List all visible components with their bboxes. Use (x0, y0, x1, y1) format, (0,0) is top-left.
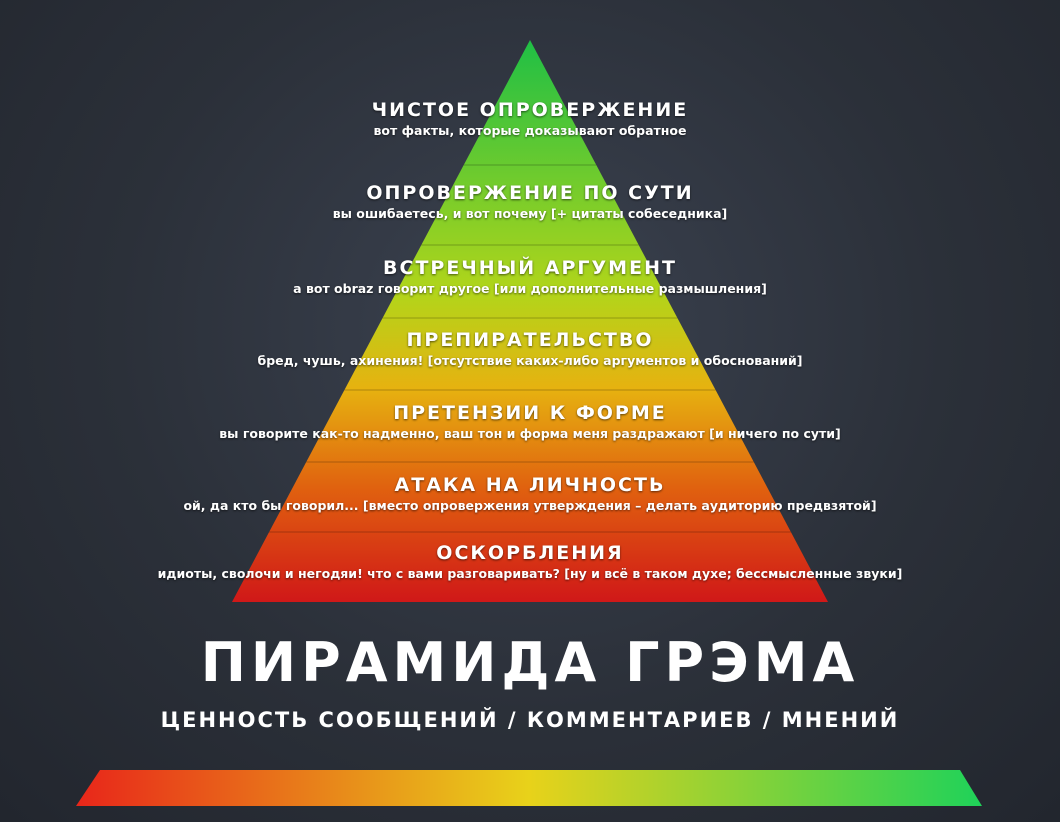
pyramid-level: ПРЕТЕНЗИИ К ФОРМЕ вы говорите как-то надм… (0, 401, 1060, 443)
pyramid-level: АТАКА НА ЛИЧНОСТЬ ой, да кто бы говорил..… (0, 473, 1060, 515)
pyramid-level: ПРЕПИРАТЕЛЬСТВО бред, чушь, ахинения! [от… (0, 328, 1060, 370)
pyramid-level: ОПРОВЕРЖЕНИЕ ПО СУТИ вы ошибаетесь, и вот… (0, 181, 1060, 223)
main-title: ПИРАМИДА ГРЭМА (200, 631, 860, 694)
pyramid-level: ОСКОРБЛЕНИЯ идиоты, сволочи и негодяи! чт… (0, 541, 1060, 583)
level-title: АТАКА НА ЛИЧНОСТЬ (394, 474, 666, 496)
level-description: вот факты, которые доказывают обратное (373, 123, 687, 138)
subtitle: ЦЕННОСТЬ СООБЩЕНИЙ / КОММЕНТАРИЕВ / МНЕН… (160, 708, 900, 732)
level-description: идиоты, сволочи и негодяи! что с вами ра… (157, 566, 903, 581)
pyramid-level: ВСТРЕЧНЫЙ АРГУМЕНТ а вот obraz говорит др… (0, 256, 1060, 298)
pyramid-level: ЧИСТОЕ ОПРОВЕРЖЕНИЕ вот факты, которые до… (0, 98, 1060, 140)
level-description: бред, чушь, ахинения! [отсутствие каких-… (257, 353, 803, 368)
level-description: вы говорите как-то надменно, ваш тон и ф… (219, 426, 841, 441)
pyramid-shape (232, 40, 828, 602)
level-title: ВСТРЕЧНЫЙ АРГУМЕНТ (383, 257, 677, 279)
level-description: вы ошибаетесь, и вот почему [+ цитаты со… (332, 206, 728, 221)
pyramid-band-dividers (269, 164, 791, 533)
value-scale-bar (76, 770, 982, 806)
level-title: ПРЕПИРАТЕЛЬСТВО (406, 329, 654, 351)
level-description: ой, да кто бы говорил... [вместо опровер… (183, 498, 877, 513)
level-title: ОПРОВЕРЖЕНИЕ ПО СУТИ (366, 182, 694, 204)
level-description: а вот obraz говорит другое [или дополнит… (293, 281, 767, 296)
level-title: ЧИСТОЕ ОПРОВЕРЖЕНИЕ (371, 99, 689, 121)
level-title: ОСКОРБЛЕНИЯ (436, 542, 624, 564)
level-title: ПРЕТЕНЗИИ К ФОРМЕ (393, 402, 667, 424)
